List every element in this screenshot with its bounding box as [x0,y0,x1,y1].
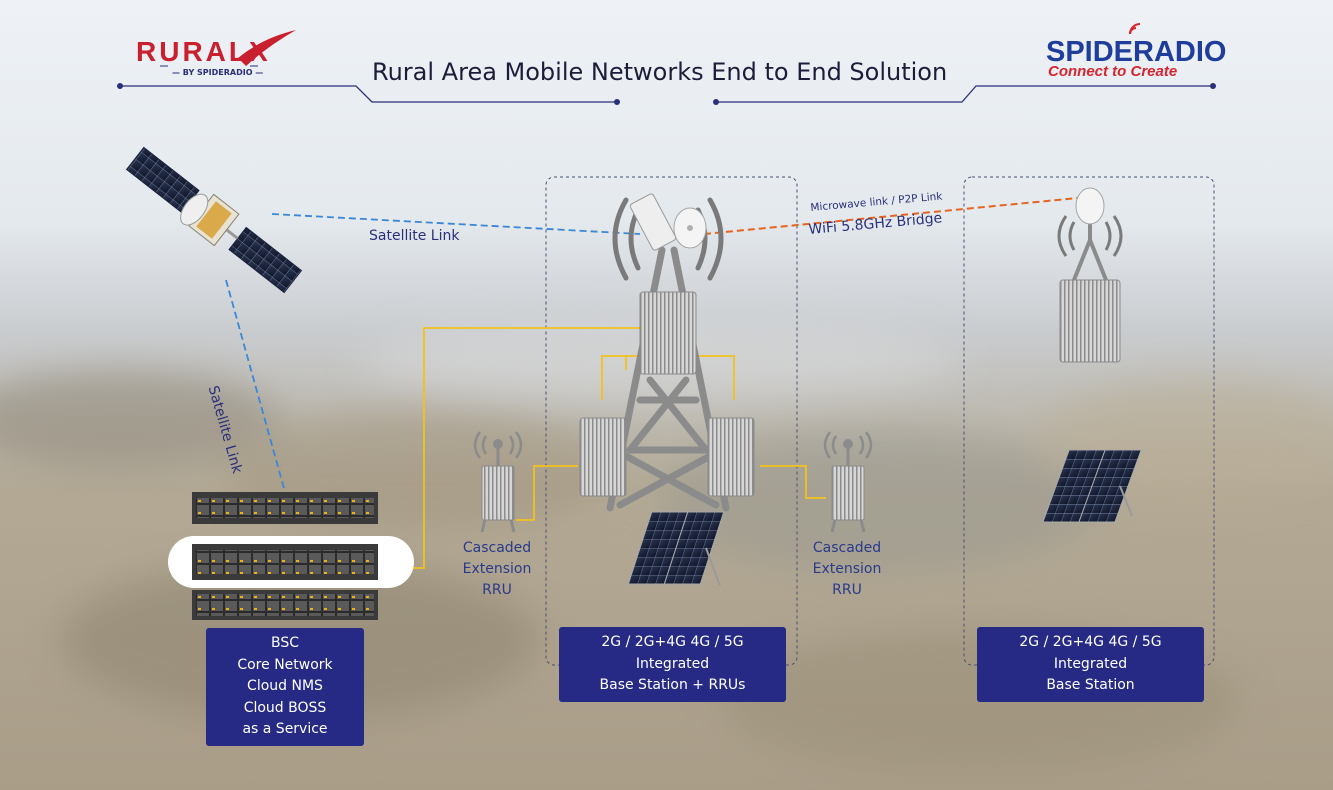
server-stack [168,492,414,620]
logo-signal-arcs [1129,23,1141,35]
satellite-link-horizontal-label: Satellite Link [369,228,460,244]
satellite-graphic [125,146,303,294]
page-title: Rural Area Mobile Networks End to End So… [372,58,948,86]
microwave-dish-right [1075,187,1105,225]
satellite-link-vertical-line [225,279,286,493]
spideradio-logo: SPIDERADIO [1046,36,1227,68]
microwave-link-line [703,197,1079,235]
right-site-tower [1057,187,1123,363]
cascaded-rru-right-graphic [823,431,873,533]
ruralx-logo: RURALX [136,36,271,67]
integrated-bs-box: 2G / 2G+4G 4G / 5G Integrated Base Stati… [977,627,1204,702]
core-network-box: BSC Core Network Cloud NMS Cloud BOSS as… [206,628,364,746]
flat-panel-antenna [629,193,677,251]
rru-right-caption: Cascaded Extension RRU [812,540,882,598]
solar-panel-middle [627,511,725,585]
satellite-link-horizontal-line [271,213,641,235]
ruralx-logo-subtitle: — BY SPIDERADIO — [172,68,264,77]
header-rule-left [120,85,617,103]
header-rule-right [716,85,1213,103]
spideradio-tagline: Connect to Create [1048,63,1178,80]
rru-left-caption: Cascaded Extension RRU [462,540,532,598]
tower-rru-left [579,417,627,497]
tower-rru-right [707,417,755,497]
integrated-bs-rru-box: 2G / 2G+4G 4G / 5G Integrated Base Stati… [559,627,786,702]
solar-panel-right [1042,449,1142,523]
tower-base-station-unit [639,291,697,375]
right-base-station-unit [1059,279,1121,363]
cascaded-rru-left-graphic [473,431,523,533]
logo-swoosh [238,30,296,66]
